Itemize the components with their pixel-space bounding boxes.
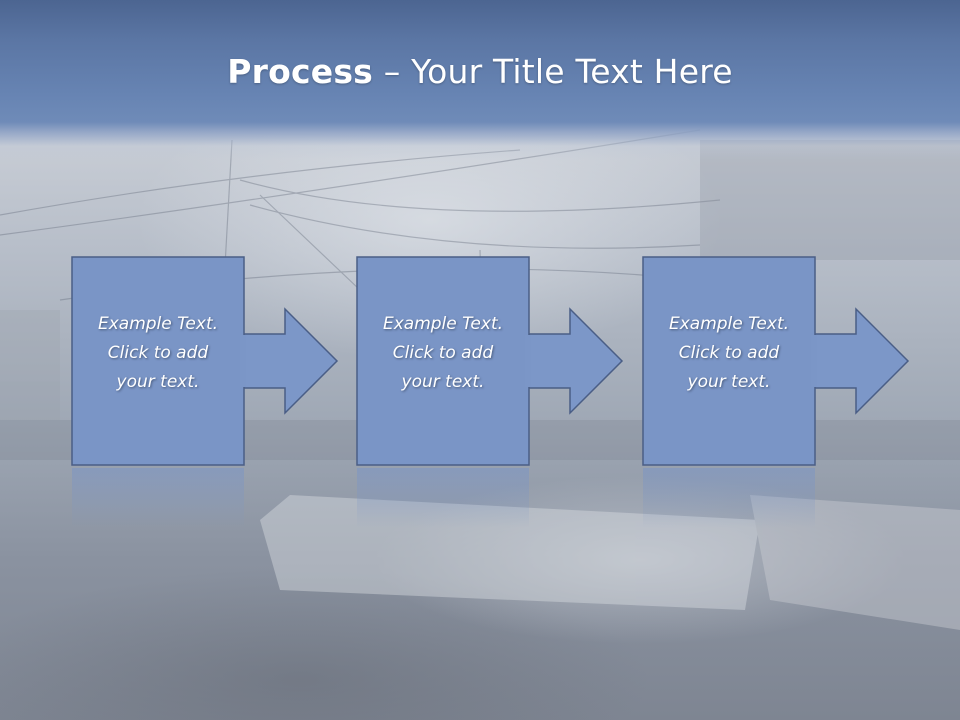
step-3-arrow-neck <box>811 335 817 387</box>
step-2-box[interactable] <box>356 256 530 466</box>
step-3-reflection <box>643 468 815 528</box>
step-3-box[interactable] <box>642 256 816 466</box>
step-1-arrow-neck <box>240 335 246 387</box>
step-1-text[interactable]: Example Text. Click to add your text. <box>97 314 219 392</box>
title-band <box>0 0 960 160</box>
slide-title[interactable]: Process – Your Title Text Here <box>0 52 960 91</box>
step-1-box[interactable] <box>71 256 245 466</box>
step-2-arrow-neck <box>525 335 531 387</box>
title-bold-part: Process <box>227 52 374 91</box>
step-3-text[interactable]: Example Text. Click to add your text. <box>668 314 790 392</box>
step-1-reflection <box>72 468 244 528</box>
step-1-arrow[interactable] <box>239 307 339 415</box>
step-2-reflection <box>357 468 529 528</box>
step-2-arrow[interactable] <box>524 307 624 415</box>
step-3-arrow[interactable] <box>810 307 910 415</box>
title-rest-part: – Your Title Text Here <box>373 52 733 91</box>
step-2-text[interactable]: Example Text. Click to add your text. <box>382 314 504 392</box>
